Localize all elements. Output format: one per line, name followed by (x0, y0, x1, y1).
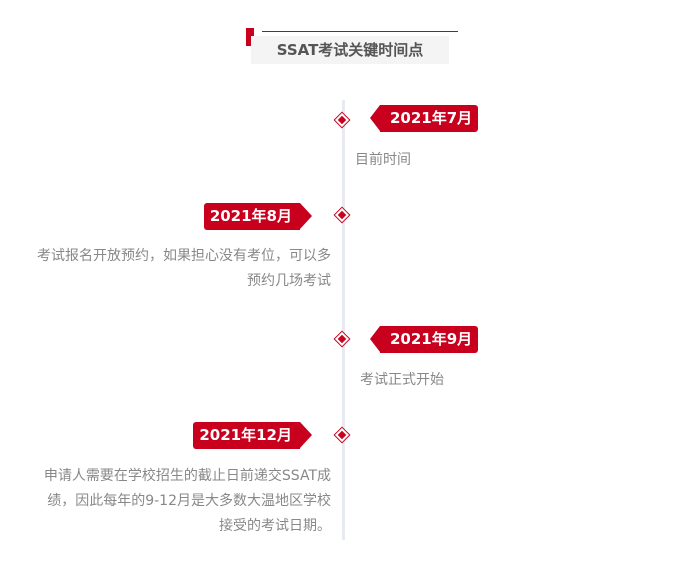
event-description: 申请人需要在学校招生的截止日前递交SSAT成绩，因此每年的9-12月是大多数大温… (0, 464, 331, 539)
desc-line: 预约几场考试 (247, 273, 331, 289)
date-tag: 2021年12月 (193, 422, 312, 449)
desc-line: 接受的考试日期。 (219, 518, 331, 534)
date-tag: 2021年8月 (203, 203, 313, 230)
desc-line: 考试报名开放预约，如果担心没有考位，可以多 (37, 248, 331, 264)
desc-line: 考试正式开始 (360, 372, 444, 388)
page-title: SSAT考试关键时间点 (251, 36, 449, 64)
event-description: 考试正式开始 (360, 368, 444, 393)
timeline-diamond-icon (333, 426, 351, 444)
timeline-diamond-icon (333, 206, 351, 224)
event-description: 目前时间 (355, 148, 411, 173)
title-accent-block (246, 28, 254, 46)
desc-line: 目前时间 (355, 152, 411, 168)
event-description: 考试报名开放预约，如果担心没有考位，可以多预约几场考试 (0, 244, 331, 294)
date-tag: 2021年7月 (369, 105, 479, 132)
desc-line: 申请人需要在学校招生的截止日前递交SSAT成 (43, 468, 331, 484)
timeline-axis (342, 100, 345, 540)
title-rule (262, 31, 458, 32)
desc-line: 绩，因此每年的9-12月是大多数大温地区学校 (47, 493, 331, 509)
timeline-diamond-icon (333, 111, 351, 129)
timeline-diamond-icon (333, 330, 351, 348)
date-tag: 2021年9月 (369, 326, 479, 353)
